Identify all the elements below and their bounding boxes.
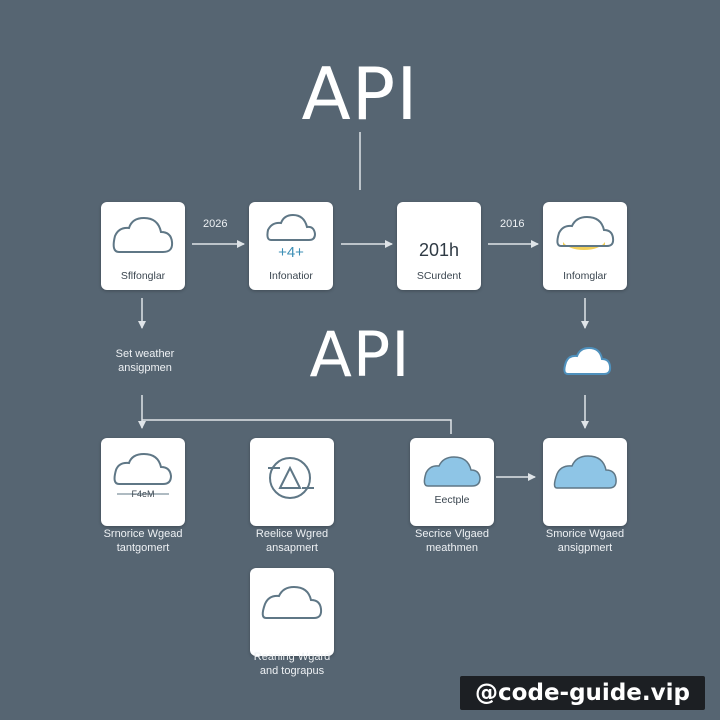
cloud-sun-icon	[556, 215, 615, 250]
cloud-icon	[112, 216, 174, 253]
caption-reelice: Reelice Wgred ansapmert	[255, 528, 329, 554]
caption-srnorice: Srnorice Wgead tantgomert	[103, 528, 183, 554]
node-label: Infomglar	[563, 270, 607, 282]
cloud-icon	[113, 452, 173, 495]
caption-smorice: Smorice Wgaed ansigpmert	[545, 528, 625, 554]
sync-icon	[268, 457, 314, 499]
node-label: Infonatior	[269, 270, 313, 282]
connector-bracket	[142, 419, 452, 434]
node-scurdent[interactable]: 201h SCurdent	[397, 202, 481, 290]
edge-label-2026: 2026	[203, 218, 228, 230]
api-title-middle: API	[309, 318, 411, 391]
node-glyph: 201h	[418, 240, 460, 260]
cloud-icon	[266, 213, 317, 241]
watermark: @code-guide.vip	[460, 676, 705, 710]
node-label: Sflfonglar	[120, 270, 166, 282]
node-label: F4eM	[131, 489, 155, 499]
cloud-icon	[261, 585, 323, 619]
node-infomglar[interactable]: Infomglar	[543, 202, 627, 290]
node-infonatior[interactable]: +4+ Infonatior	[249, 202, 333, 290]
cloud-icon	[423, 456, 481, 487]
api-title-top: API	[301, 52, 419, 136]
edge-label-2016: 2016	[500, 218, 525, 230]
node-f4em[interactable]: F4eM	[101, 438, 185, 526]
node-label: SCurdent	[416, 270, 462, 282]
floating-cloud-icon	[563, 346, 612, 375]
node-sflfonglar[interactable]: Sflfonglar	[101, 202, 185, 290]
caption-secrice: Secrice Vlgaed meathmen	[415, 528, 489, 554]
node-cloud-blue[interactable]	[543, 438, 627, 526]
caption-reaning: Reaning Wgard and tograpus	[253, 651, 331, 677]
node-reaning[interactable]	[250, 568, 334, 656]
node-glyph: +4+	[278, 244, 304, 261]
node-eectple[interactable]: Eectple	[410, 438, 494, 526]
node-label: Eectple	[434, 494, 470, 506]
caption-set-weather: Set weather ansigpmen	[115, 348, 175, 374]
cloud-icon	[553, 455, 617, 489]
node-sync[interactable]	[250, 438, 334, 526]
